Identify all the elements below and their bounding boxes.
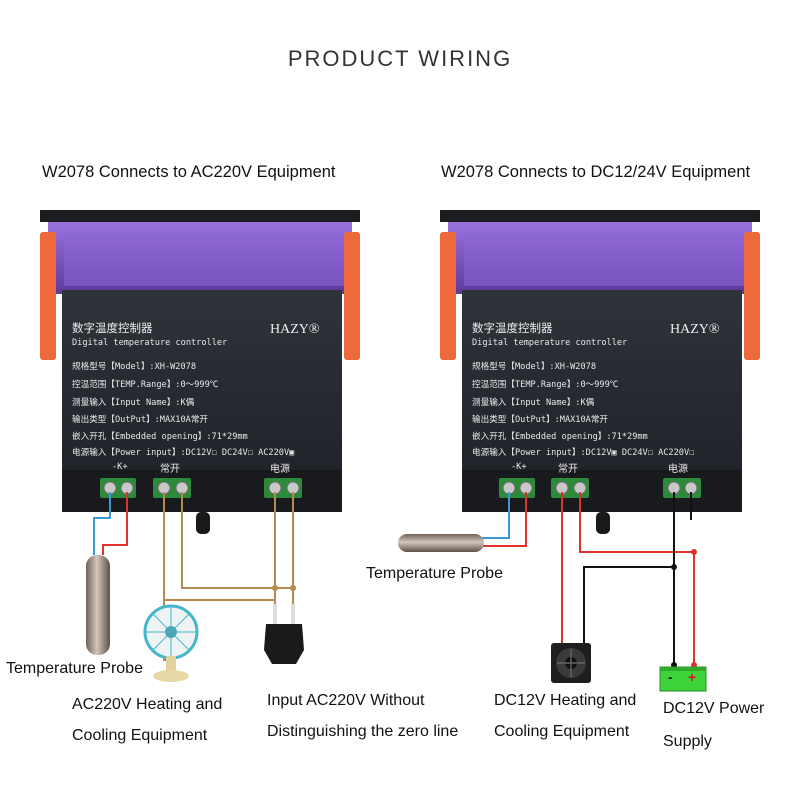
subtitle-dc: W2078 Connects to DC12/24V Equipment bbox=[441, 163, 751, 181]
caption-supply-2: Supply bbox=[663, 733, 712, 750]
ac-plug-icon bbox=[264, 604, 304, 664]
caption-probe-ac: Temperature Probe bbox=[6, 660, 143, 677]
terminal-label-power: 电源 bbox=[668, 464, 688, 475]
battery-icon bbox=[659, 666, 707, 692]
thermocouple-probe-icon bbox=[86, 555, 110, 655]
device-name-en: Digital temperature controller bbox=[72, 338, 228, 348]
battery-minus-sign: - bbox=[668, 669, 673, 685]
spec-line: 测量输入【Input Name】:K偶 bbox=[472, 398, 595, 408]
spec-line: 嵌入开孔【Embedded opening】:71*29mm bbox=[72, 432, 248, 442]
spec-line: 输出类型【OutPut】:MAX10A常开 bbox=[72, 415, 209, 425]
thermocouple-probe-icon bbox=[398, 534, 484, 552]
controller-ac bbox=[40, 210, 360, 534]
clip-right bbox=[344, 232, 360, 360]
desk-fan-icon bbox=[143, 604, 199, 682]
spec-line: 控温范围【TEMP.Range】:0～999℃ bbox=[472, 380, 619, 390]
subtitle-ac: W2078 Connects to AC220V Equipment bbox=[42, 163, 336, 181]
page-title: PRODUCT WIRING bbox=[287, 46, 513, 71]
wires-dc bbox=[482, 492, 695, 665]
probe-gland bbox=[196, 512, 210, 534]
brand-logo: HAZY® bbox=[670, 322, 720, 337]
device-name-cn: 数字温度控制器 bbox=[472, 321, 553, 335]
terminal-label-k: -K+ bbox=[511, 462, 527, 472]
spec-line: 规格型号【Model】:XH-W2078 bbox=[72, 362, 196, 372]
caption-equipment-ac-2: Cooling Equipment bbox=[72, 727, 208, 744]
controller-dc bbox=[440, 210, 760, 534]
clip-left bbox=[40, 232, 56, 360]
caption-supply-1: DC12V Power bbox=[663, 700, 765, 717]
caption-input-2: Distinguishing the zero line bbox=[267, 723, 459, 740]
spec-line: 电源输入【Power input】:DC12V▣ DC24V☐ AC220V☐ bbox=[472, 448, 695, 458]
terminal-label-no: 常开 bbox=[160, 464, 180, 475]
spec-line: 控温范围【TEMP.Range】:0～999℃ bbox=[72, 380, 219, 390]
spec-line: 嵌入开孔【Embedded opening】:71*29mm bbox=[472, 432, 648, 442]
caption-equipment-ac-1: AC220V Heating and bbox=[72, 696, 223, 713]
brand-logo: HAZY® bbox=[270, 322, 320, 337]
terminal-label-power: 电源 bbox=[270, 464, 290, 475]
spec-line: 规格型号【Model】:XH-W2078 bbox=[472, 362, 596, 372]
wires-ac bbox=[93, 492, 294, 661]
computer-fan-icon bbox=[551, 643, 591, 683]
spec-line: 电源输入【Power input】:DC12V☐ DC24V☐ AC220V▣ bbox=[72, 448, 295, 458]
device-name-en: Digital temperature controller bbox=[472, 338, 628, 348]
spec-line: 输出类型【OutPut】:MAX10A常开 bbox=[472, 415, 609, 425]
caption-probe-dc: Temperature Probe bbox=[366, 565, 503, 582]
battery-plus-sign: + bbox=[688, 669, 697, 685]
spec-line: 测量输入【Input Name】:K偶 bbox=[72, 398, 195, 408]
terminal-label-no: 常开 bbox=[558, 464, 578, 475]
caption-input-1: Input AC220V Without bbox=[267, 692, 425, 709]
caption-equipment-dc-1: DC12V Heating and bbox=[494, 692, 637, 709]
caption-equipment-dc-2: Cooling Equipment bbox=[494, 723, 630, 740]
terminal-label-k: -K+ bbox=[112, 462, 128, 472]
device-name-cn: 数字温度控制器 bbox=[72, 321, 153, 335]
